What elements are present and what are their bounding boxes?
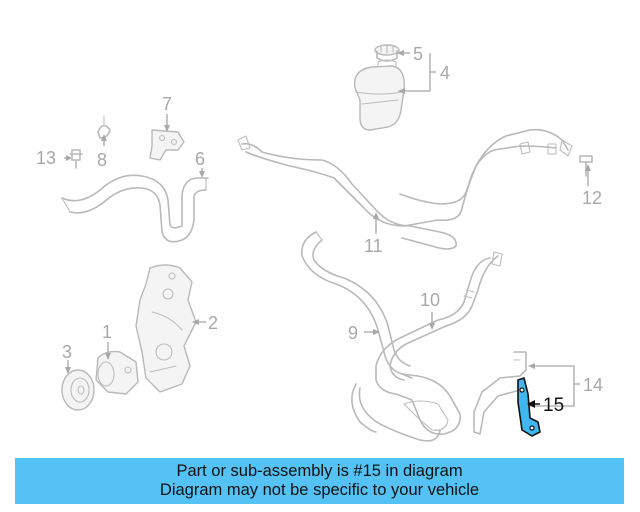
banner-line-disclaimer: Diagram may not be specific to your vehi… <box>159 481 480 499</box>
callout-numbers: 5 4 7 13 8 6 11 12 2 1 3 9 10 14 15 <box>36 44 603 416</box>
callout-9: 9 <box>348 323 358 343</box>
callout-2: 2 <box>208 313 218 333</box>
banner-line-part: Part or sub-assembly is #15 in diagram <box>176 462 463 480</box>
callout-1: 1 <box>102 322 112 342</box>
hose-6 <box>61 174 209 243</box>
callout-8: 8 <box>97 150 107 170</box>
pump-cover-2 <box>135 264 197 393</box>
bracket-15-highlighted <box>517 377 541 437</box>
callout-5: 5 <box>413 44 423 64</box>
reservoir-tank <box>353 59 405 131</box>
callout-7: 7 <box>162 94 172 114</box>
pulley-3 <box>61 369 95 411</box>
callout-lines <box>64 50 591 408</box>
hose-10-cooler <box>351 251 503 442</box>
hose-9 <box>300 231 413 379</box>
pump-1 <box>95 350 139 395</box>
callout-4: 4 <box>440 63 450 83</box>
callout-10: 10 <box>420 290 440 310</box>
info-banner: Part or sub-assembly is #15 in diagram D… <box>15 458 624 504</box>
bracket-7 <box>149 129 185 161</box>
callout-14: 14 <box>583 375 603 395</box>
callout-13: 13 <box>36 148 56 168</box>
callout-11: 11 <box>364 236 383 256</box>
parts-diagram: 5 4 7 13 8 6 11 12 2 1 3 9 10 14 15 <box>36 44 603 442</box>
bolt-12 <box>579 155 593 177</box>
callout-15: 15 <box>543 395 564 416</box>
callout-6: 6 <box>195 149 205 169</box>
callout-3: 3 <box>62 342 72 362</box>
bracket-14 <box>473 351 527 435</box>
pin-13 <box>69 149 83 169</box>
hose-11 <box>237 128 573 250</box>
reservoir-cap <box>374 44 400 62</box>
callout-12: 12 <box>582 188 602 208</box>
